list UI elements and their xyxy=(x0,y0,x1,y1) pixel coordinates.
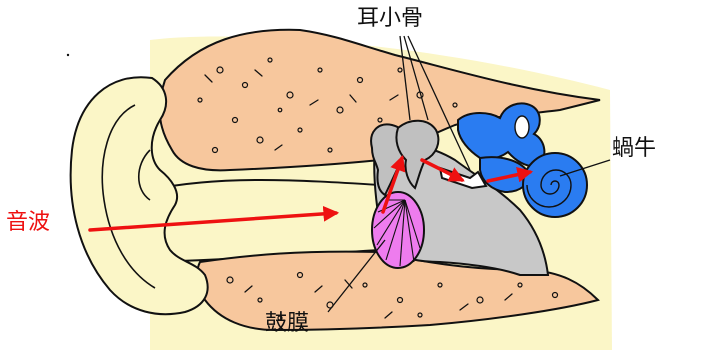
eardrum-membrane xyxy=(372,192,424,268)
label-ossicles: 耳小骨 xyxy=(357,6,423,32)
cochlea-spiral-body xyxy=(523,153,587,217)
ear-canal xyxy=(150,180,380,262)
label-cochlea: 蝸牛 xyxy=(612,136,656,162)
label-sound-wave: 音波 xyxy=(6,210,50,236)
label-eardrum: 鼓膜 xyxy=(265,311,309,337)
stray-dot xyxy=(67,54,69,56)
